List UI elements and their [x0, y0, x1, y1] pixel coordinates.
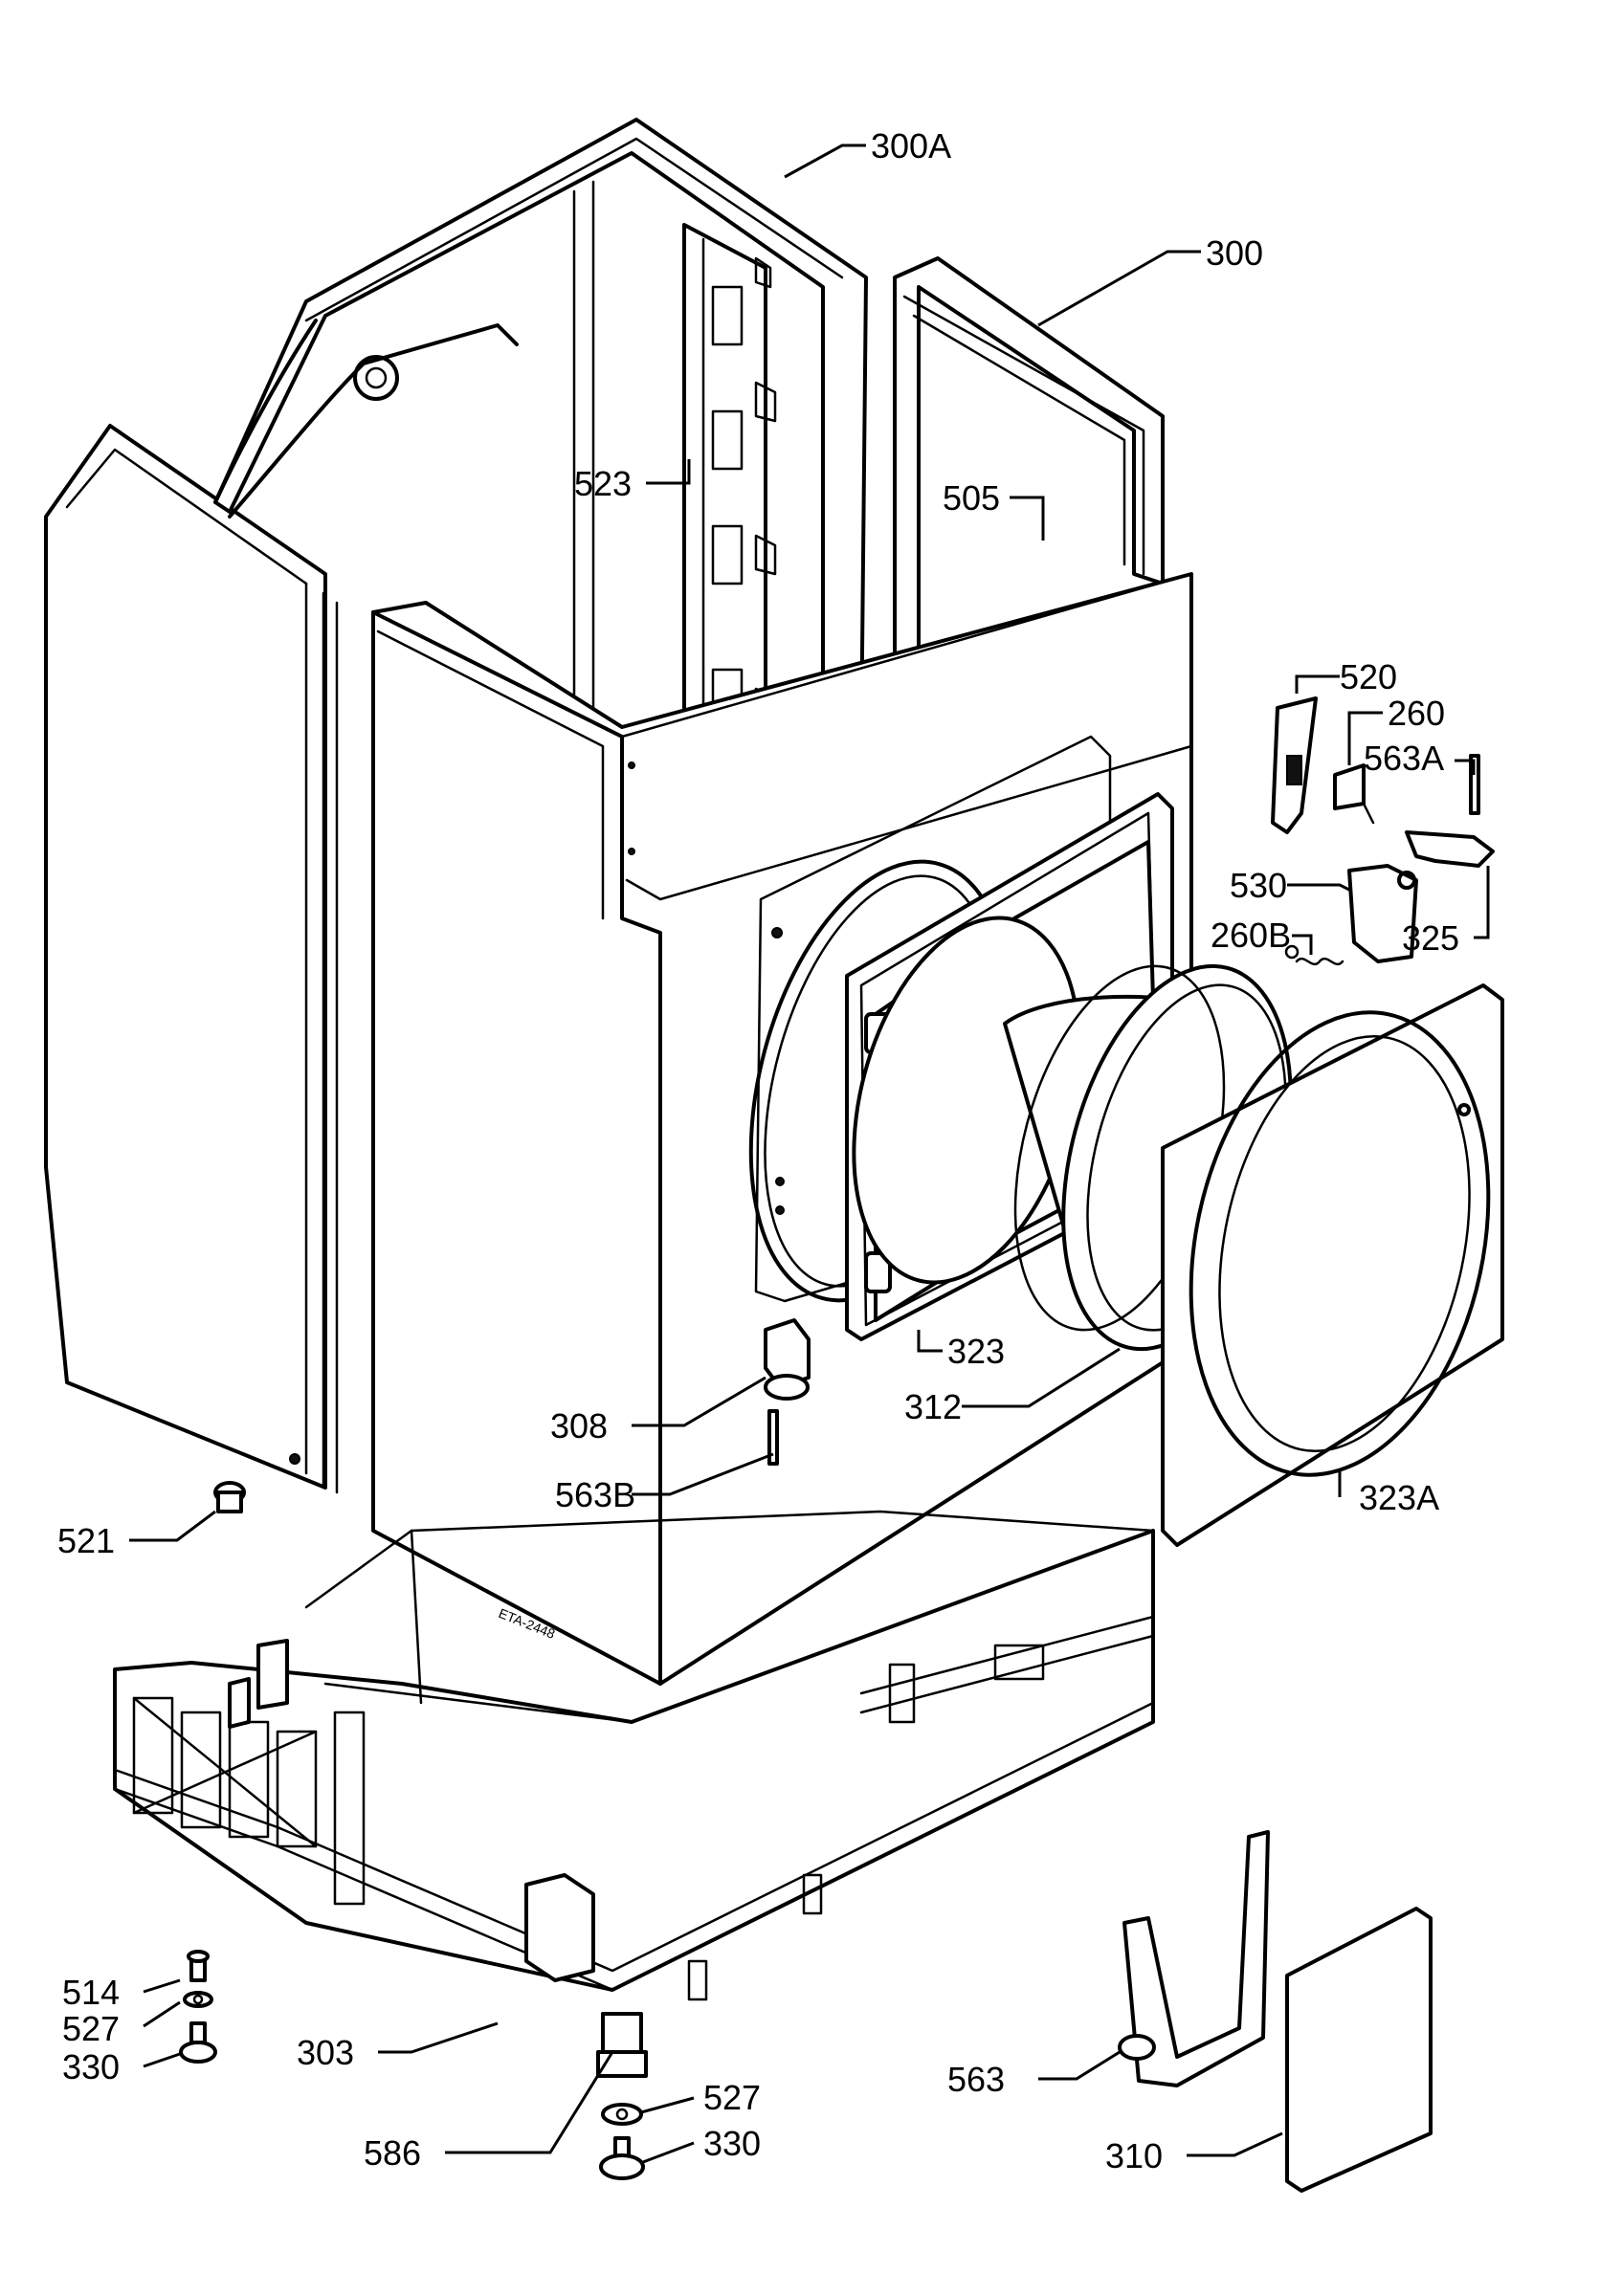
screw-521 [213, 1481, 246, 1513]
label-527-left: 527 [62, 2009, 120, 2048]
label-260: 260 [1388, 694, 1445, 733]
base-frame-303 [113, 1510, 1155, 2078]
label-310: 310 [1105, 2136, 1163, 2175]
label-586: 586 [364, 2133, 421, 2173]
label-505: 505 [943, 478, 1000, 518]
label-303: 303 [297, 2033, 354, 2072]
label-330-bottom: 330 [703, 2124, 761, 2163]
rail-523 [682, 223, 777, 767]
front-panel-323a [1161, 983, 1504, 1547]
left-foot-parts [179, 1950, 217, 2064]
leader-lines [129, 144, 1490, 2164]
kick-plate-310 [1118, 1830, 1433, 2193]
label-330-left: 330 [62, 2047, 120, 2086]
hinge-308 [764, 1318, 811, 1466]
label-312: 312 [904, 1387, 962, 1426]
label-520: 520 [1340, 657, 1397, 696]
part-labels: 300A 300 523 505 520 260 563A 530 260B 3… [57, 126, 1459, 2175]
bottom-foot-parts [599, 2103, 645, 2180]
label-530: 530 [1230, 866, 1287, 905]
left-side-panel [44, 424, 339, 1494]
label-260b: 260B [1211, 916, 1291, 955]
label-300a: 300A [871, 126, 951, 166]
label-300: 300 [1206, 233, 1263, 273]
label-563a: 563A [1364, 739, 1444, 778]
label-527-bottom: 527 [703, 2078, 761, 2117]
label-563: 563 [947, 2060, 1005, 2099]
label-514: 514 [62, 1973, 120, 2012]
label-521: 521 [57, 1521, 115, 1560]
label-325: 325 [1402, 918, 1459, 958]
door-lock-parts [1271, 696, 1495, 966]
label-323: 323 [947, 1332, 1005, 1371]
label-308: 308 [550, 1406, 608, 1446]
label-323a: 323A [1359, 1478, 1439, 1517]
label-563b: 563B [555, 1475, 635, 1514]
label-523: 523 [574, 464, 632, 503]
